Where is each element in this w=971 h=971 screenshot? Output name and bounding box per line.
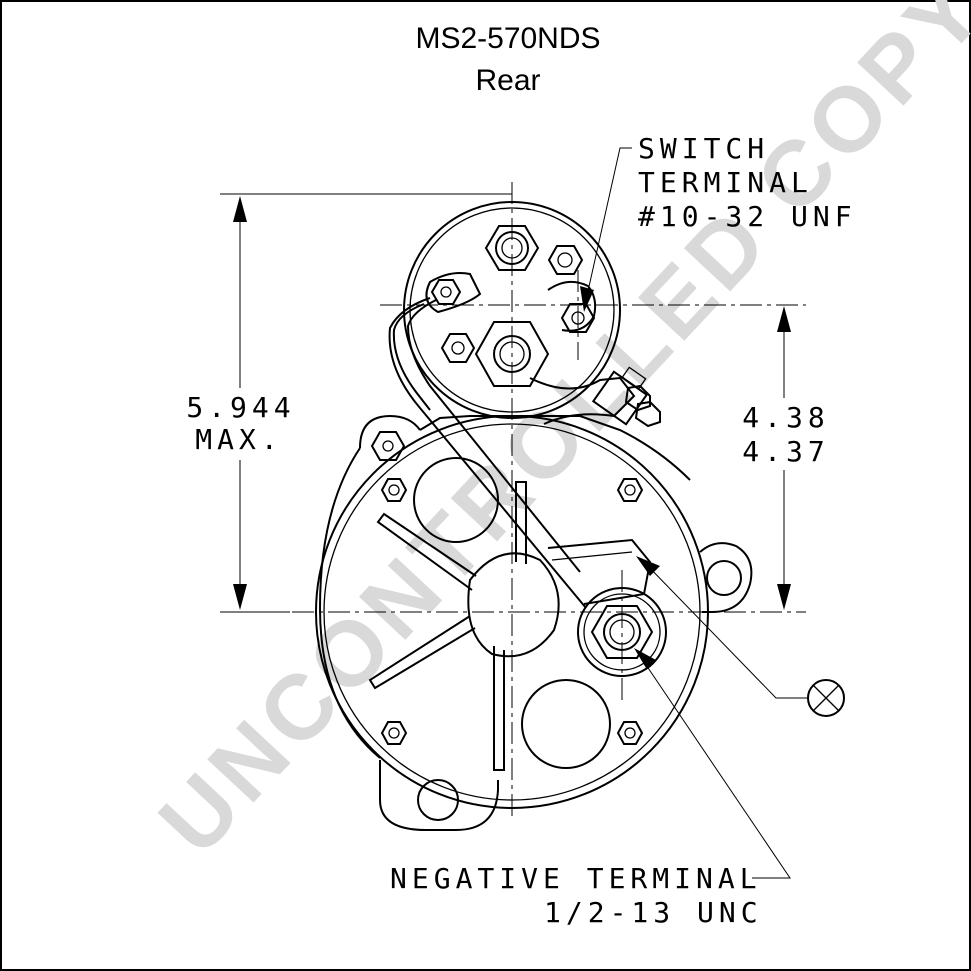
negative-terminal-callout: NEGATIVE TERMINAL 1/2-13 UNC bbox=[390, 648, 791, 929]
terminal-offset-min: 4.37 bbox=[742, 435, 829, 468]
switch-terminal-callout: SWITCH TERMINAL #10-32 UNF bbox=[580, 132, 857, 312]
negative-terminal-line1: NEGATIVE TERMINAL bbox=[390, 862, 762, 895]
ground-wire bbox=[388, 297, 587, 609]
switch-terminal-line2: TERMINAL bbox=[638, 166, 813, 199]
negative-terminal-line2: 1/2-13 UNC bbox=[544, 896, 763, 929]
centerlines bbox=[220, 182, 806, 820]
terminal-offset-max: 4.38 bbox=[742, 401, 829, 434]
dimension-terminal-offset: 4.38 4.37 bbox=[742, 306, 829, 610]
view-subtitle: Rear bbox=[475, 64, 540, 97]
overall-height-value: 5.944 bbox=[186, 391, 295, 424]
ground-symbol-callout bbox=[636, 556, 845, 717]
model-title: MS2-570NDS bbox=[415, 22, 600, 55]
dimension-overall-height: 5.944 MAX. bbox=[186, 193, 512, 613]
overall-height-note: MAX. bbox=[195, 423, 282, 456]
circle-x-icon bbox=[807, 679, 845, 717]
switch-terminal-line3: #10-32 UNF bbox=[638, 200, 857, 233]
switch-terminal-line1: SWITCH bbox=[638, 132, 769, 165]
